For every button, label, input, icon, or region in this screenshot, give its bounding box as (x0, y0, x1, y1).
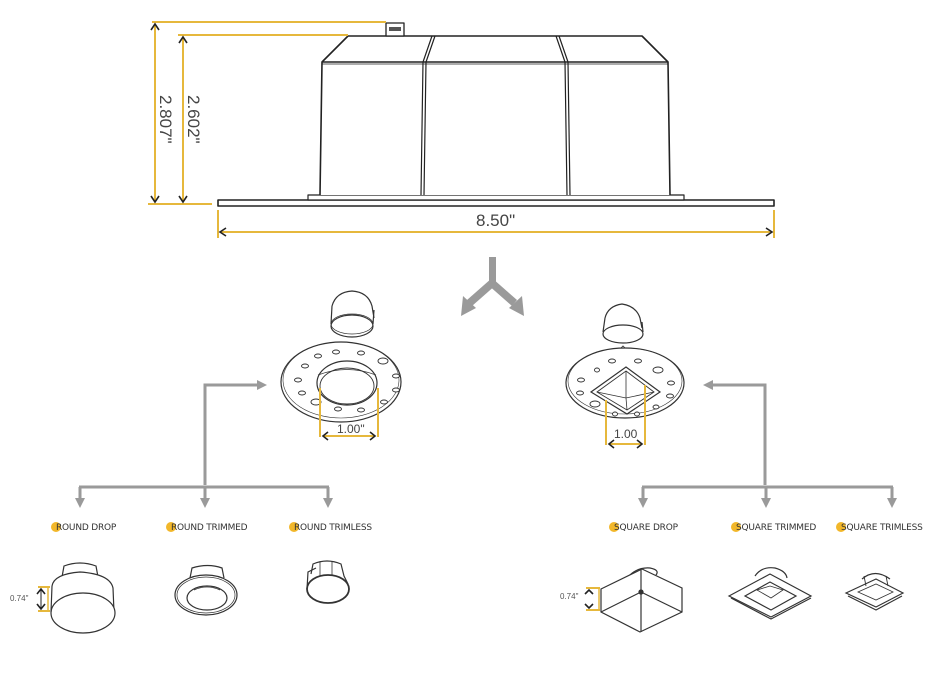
split-arrow-icon (461, 257, 524, 316)
label-bullet-icon (289, 522, 299, 532)
square-drop-dimension (584, 587, 600, 611)
housing-dimensions (148, 21, 775, 238)
label-round-drop: ROUND DROP (51, 522, 116, 534)
label-square-drop: SQUARE DROP (609, 522, 678, 534)
round-trimless-illustration (306, 560, 350, 604)
width-label: 8.50" (476, 211, 515, 230)
height-overall-label: 2.807" (156, 95, 175, 144)
square-trimless-illustration (844, 572, 905, 611)
label-square-trimless: SQUARE TRIMLESS (836, 522, 923, 534)
label-bullet-icon (609, 522, 619, 532)
label-bullet-icon (731, 522, 741, 532)
label-bullet-icon (166, 522, 176, 532)
round-drop-dimension (36, 586, 50, 612)
round-drop-illustration (50, 562, 116, 634)
round-aperture-dimension (319, 388, 379, 441)
round-aperture-label: 1.00" (337, 422, 365, 436)
square-drop-illustration (600, 567, 683, 633)
square-trimmed-illustration (727, 567, 813, 620)
label-square-trimmed: SQUARE TRIMMED (731, 522, 816, 534)
round-assembly-illustration (280, 290, 402, 423)
round-drop-height-label: 0.74" (10, 594, 29, 603)
label-round-trimmed: ROUND TRIMMED (166, 522, 248, 534)
label-bullet-icon (836, 522, 846, 532)
housing-side-view (217, 22, 775, 207)
height-body-label: 2.602" (184, 95, 203, 144)
round-trimmed-illustration (174, 564, 238, 616)
square-assembly-illustration (565, 303, 685, 419)
square-flow-arrows (638, 380, 897, 508)
square-drop-height-label: 0.74" (560, 592, 579, 601)
round-flow-arrows (75, 380, 333, 508)
housing-dimension-arrowheads (150, 22, 774, 237)
label-round-trimless: ROUND TRIMLESS (289, 522, 372, 534)
square-aperture-dimension (605, 385, 646, 449)
square-aperture-label: 1.00 (614, 427, 638, 441)
label-bullet-icon (51, 522, 61, 532)
